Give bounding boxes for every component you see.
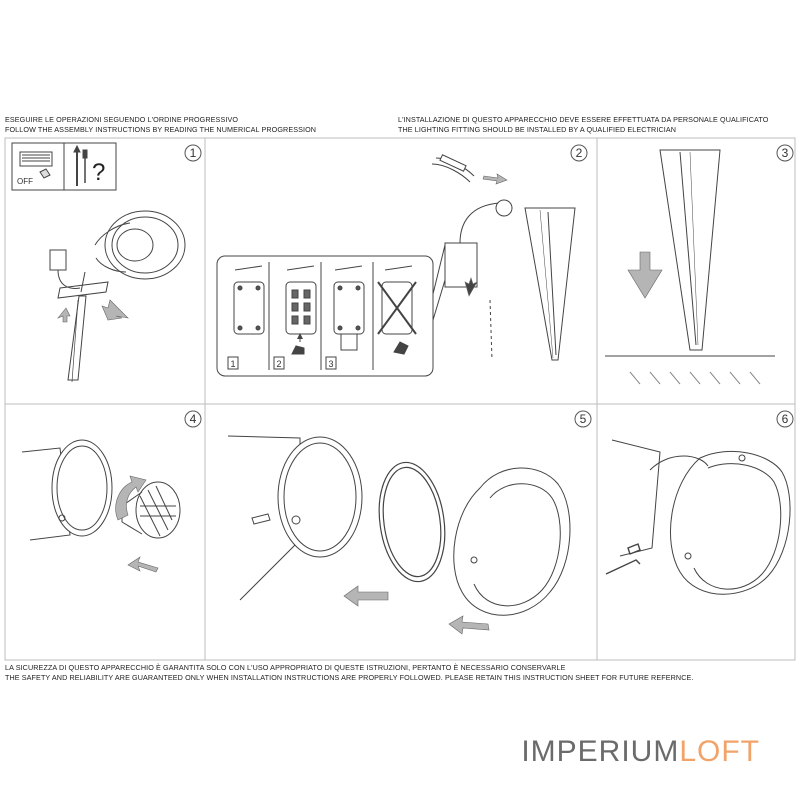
header-left-line1: ESEGUIRE LE OPERAZIONI SEGUENDO L'ORDINE… — [5, 115, 239, 124]
brand-part-2: LOFT — [679, 735, 760, 768]
panel-step-5 — [227, 435, 571, 635]
off-label: OFF — [17, 177, 33, 186]
arrow-insert-spike — [57, 299, 129, 323]
panel-step-6 — [605, 439, 791, 595]
inset-label-2: 2 — [276, 359, 281, 369]
step-number-6: 6 — [782, 412, 789, 426]
step-number-4: 4 — [190, 412, 197, 426]
panel-step-1: OFF ? — [11, 142, 186, 383]
lamp-head-open — [21, 439, 113, 541]
step-number-1: 1 — [190, 146, 197, 160]
header-left: ESEGUIRE LE OPERAZIONI SEGUENDO L'ORDINE… — [5, 115, 316, 135]
header-right: L'INSTALLAZIONE DI QUESTO APPARECCHIO DE… — [398, 115, 768, 135]
spike-illustration-2 — [524, 207, 576, 361]
header-right-line2: THE LIGHTING FITTING SHOULD BE INSTALLED… — [398, 125, 677, 134]
cowl-shield — [453, 467, 571, 616]
inset-label-3: 3 — [328, 359, 333, 369]
arrow-insert-cowl — [448, 615, 490, 635]
panel-step-4 — [21, 439, 181, 573]
allen-key-icon — [605, 543, 641, 575]
footer-line1: LA SICUREZZA DI QUESTO APPARECCHIO È GAR… — [5, 663, 566, 672]
brand-logo: IMPERIUMLOFT — [521, 735, 760, 769]
step-number-2: 2 — [576, 146, 583, 160]
panel-step-2: 1 2 3 — [216, 154, 576, 377]
question-mark: ? — [92, 159, 105, 186]
step-badges — [184, 144, 794, 428]
arrow-cable-direction — [464, 173, 508, 297]
brand-part-1: IMPERIUM — [521, 735, 680, 768]
arrow-insert-bulb — [127, 556, 159, 573]
reflector-bulb — [121, 481, 181, 539]
inset-label-1: 1 — [230, 359, 235, 369]
glass-ring — [378, 461, 446, 583]
header-right-line1: L'INSTALLAZIONE DI QUESTO APPARECCHIO DE… — [398, 115, 769, 124]
screwdriver-icon — [63, 142, 117, 191]
spike-lamp-illustration — [49, 210, 186, 383]
panel-grid — [4, 137, 796, 661]
panel-step-3 — [605, 149, 775, 385]
lamp-body-5 — [227, 435, 363, 601]
lamp-assembled — [611, 439, 791, 595]
footer-line2: THE SAFETY AND RELIABILITY ARE GUARANTEE… — [5, 673, 694, 682]
spike-illustration-3 — [605, 149, 775, 385]
step-number-5: 5 — [580, 412, 587, 426]
arrow-insert-glass — [343, 585, 389, 607]
arrow-rotate-bulb — [115, 475, 147, 521]
junction-box-illustration — [431, 154, 513, 361]
arrow-push-down — [627, 251, 663, 299]
header-left-line2: FOLLOW THE ASSEMBLY INSTRUCTIONS BY READ… — [5, 125, 317, 134]
step-number-3: 3 — [782, 146, 789, 160]
footer-note: LA SICUREZZA DI QUESTO APPARECCHIO È GAR… — [5, 663, 693, 683]
wiring-inset — [216, 255, 434, 377]
